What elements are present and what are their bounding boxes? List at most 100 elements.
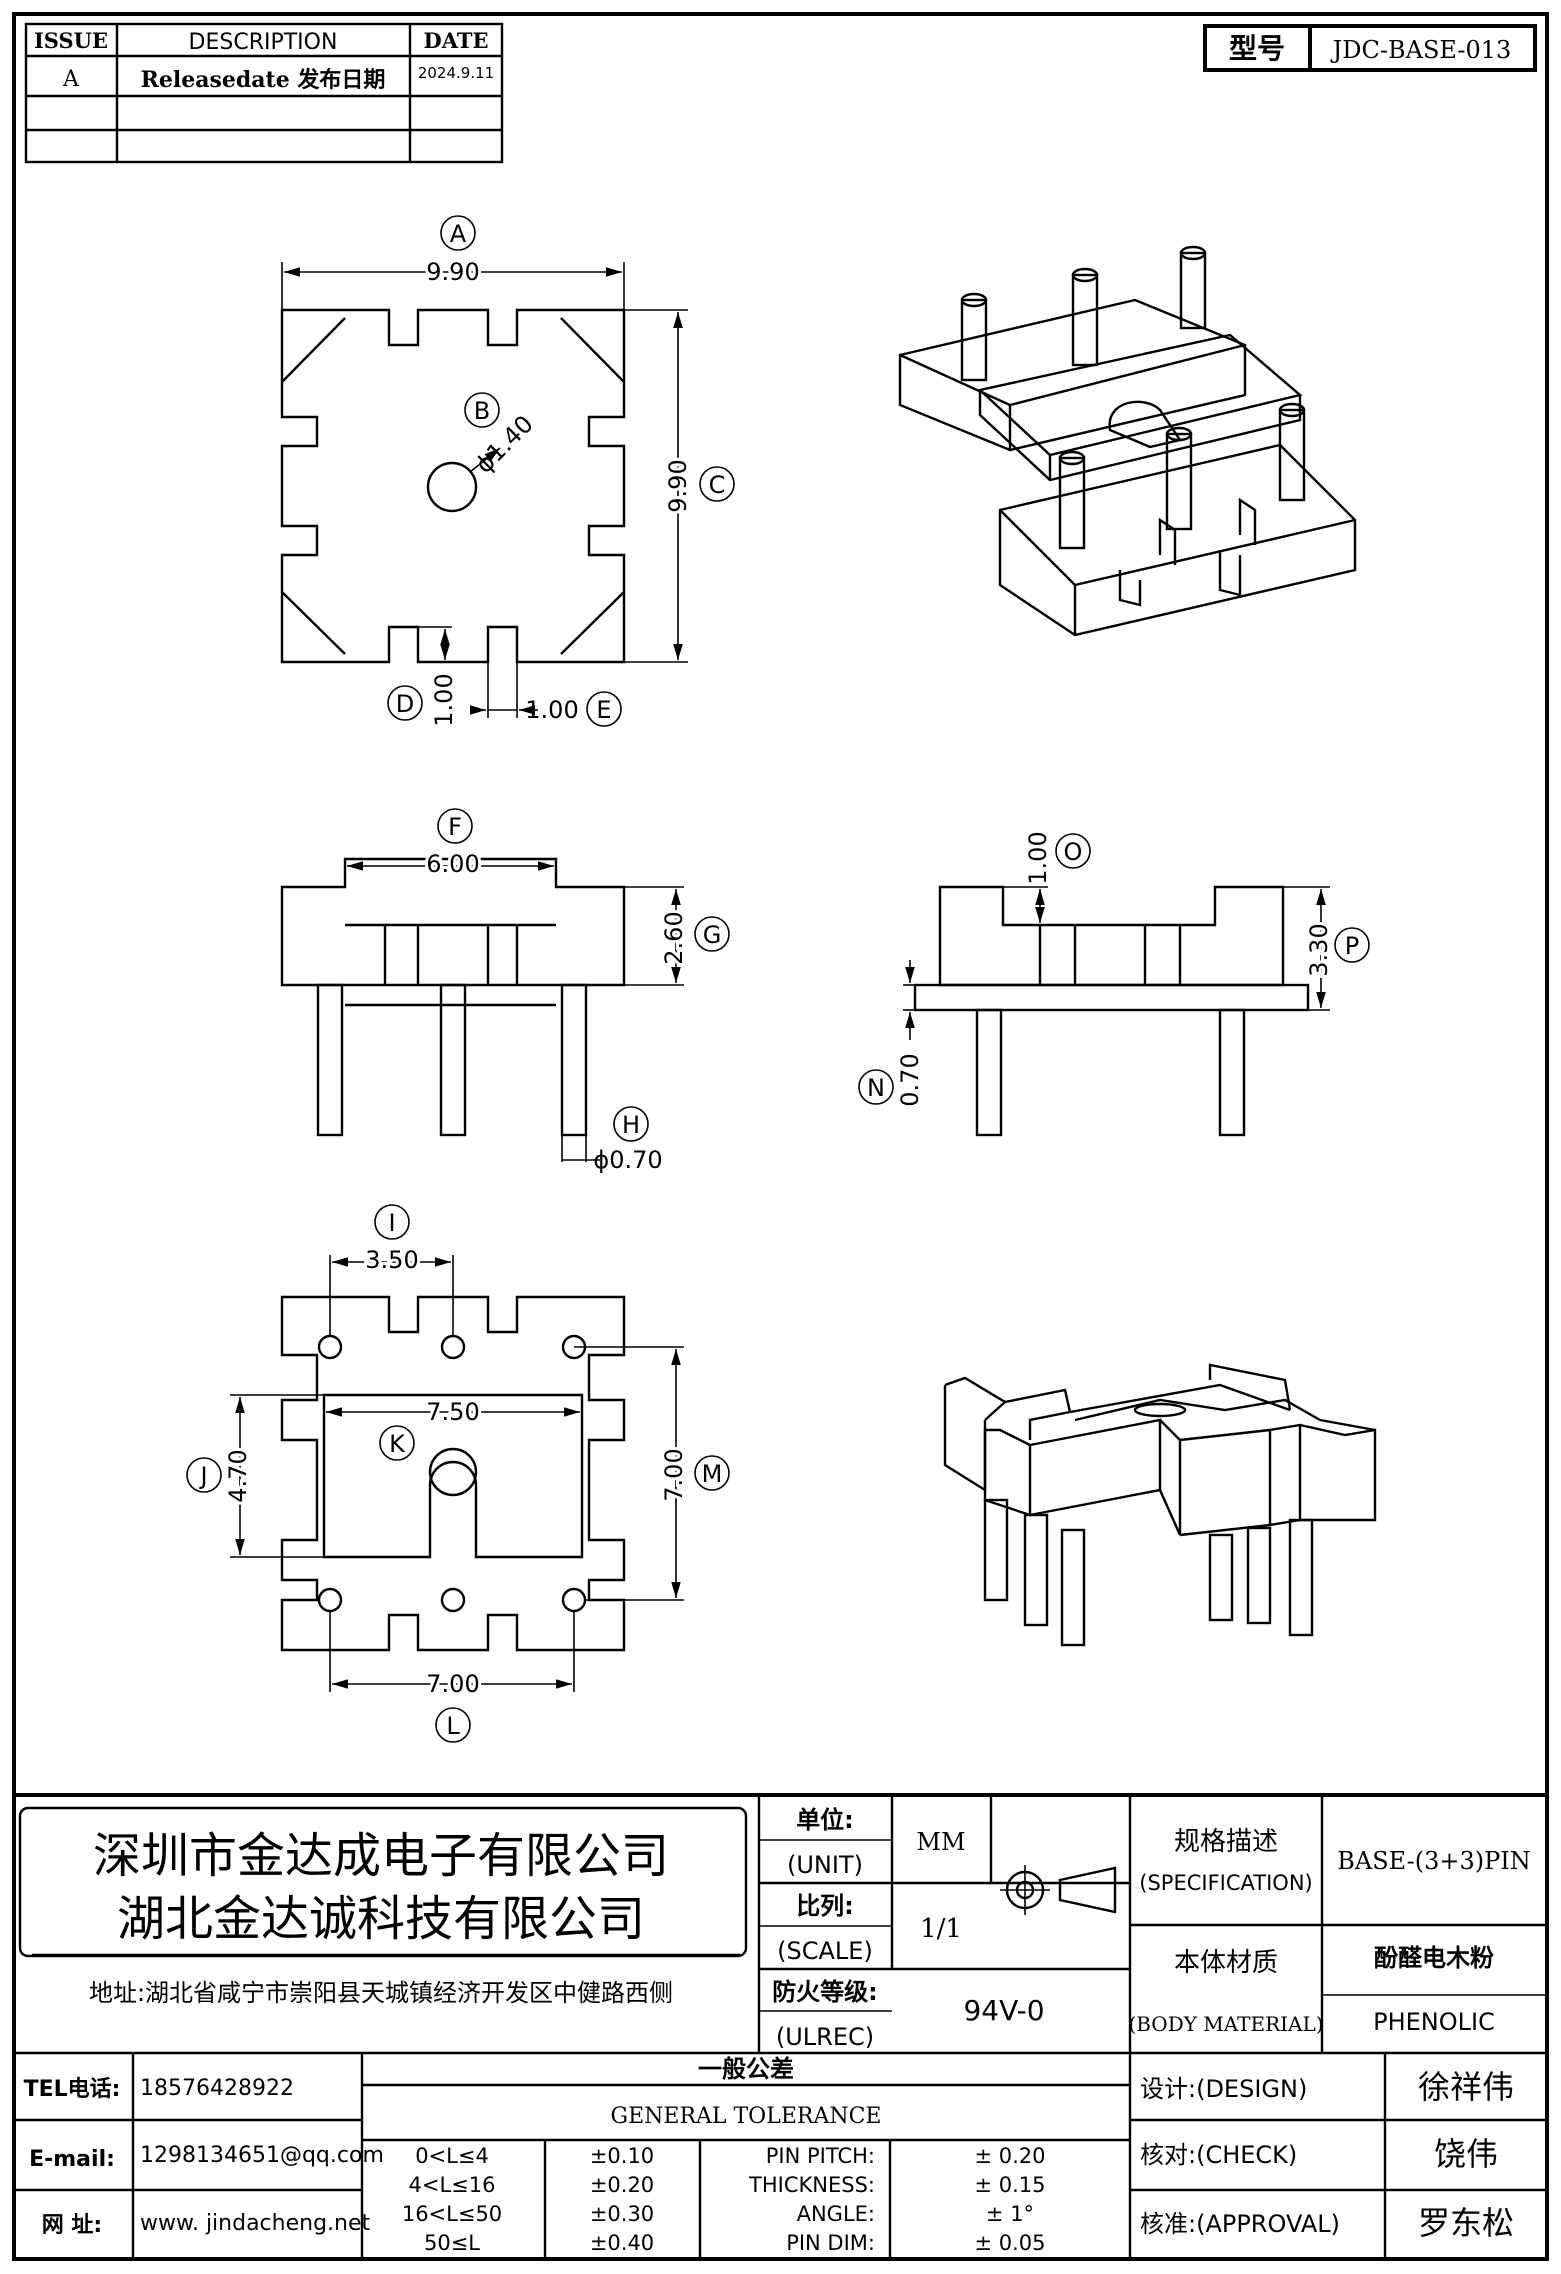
rev-header-description: DESCRIPTION [189,30,338,55]
company-name-2: 湖北金达诚科技有限公司 [117,1891,645,1947]
scale-label-cn: 比列: [796,1892,854,1920]
email-label: E-mail: [29,2147,115,2172]
tolerance-title-en: GENERAL TOLERANCE [611,2104,882,2129]
tol-value-3: ±0.30 [590,2202,654,2226]
balloon-a: A [450,220,467,248]
spec-label-en: (SPECIFICATION) [1139,1871,1312,1895]
tol-value-1: ±0.10 [590,2144,654,2168]
dim-7-50: 7.50 [426,1398,479,1426]
dim-4-70: 4.70 [224,1449,252,1502]
balloon-p: P [1345,932,1359,960]
fire-label-en: (ULREC) [776,2023,874,2051]
bottom-view: 3.50 I 7.50 K 4.70 J 7.00 M 7.00 L [186,1204,730,1743]
check-value: 饶伟 [1434,2135,1498,2173]
dim-0-70: 0.70 [896,1053,924,1106]
dim-7-00-span: 7.00 [426,1670,479,1698]
rev-header-issue: ISSUE [34,28,108,53]
balloon-j: J [198,1462,207,1490]
model-value: JDC-BASE-013 [1330,36,1512,64]
tol-range-4: 50≤L [424,2231,480,2255]
check-label: 核对:(CHECK) [1140,2141,1297,2169]
tel-value: 18576428922 [140,2076,294,2101]
tol-range-2: 4<L≤16 [409,2173,496,2197]
balloon-c: C [709,471,726,499]
approval-label: 核准:(APPROVAL) [1140,2210,1340,2238]
tol-item-value-2: ± 0.15 [974,2173,1045,2197]
unit-label-cn: 单位: [796,1806,854,1834]
isometric-view-top [898,245,1357,637]
rev-header-date: DATE [424,28,489,53]
rev-row-issue: A [62,67,80,92]
revision-table: ISSUE DESCRIPTION DATE A Releasedate 发布日… [24,22,504,164]
tol-value-4: ±0.40 [590,2231,654,2255]
model-label: 型号 [1229,32,1285,65]
balloon-o: O [1064,838,1083,866]
tol-item-2: THICKNESS: [748,2173,875,2197]
balloon-d: D [396,690,414,718]
sheet-border [12,12,1549,2261]
dim-6-00: 6.00 [426,850,479,878]
title-block: 深圳市金达成电子有限公司 湖北金达诚科技有限公司 地址:湖北省咸宁市崇阳县天城镇… [14,1793,1547,2257]
tol-range-1: 0<L≤4 [415,2144,489,2168]
fire-value: 94V-0 [963,1994,1044,2027]
front-view: 6.00 F 2.60 G ϕ0.70 H [280,808,730,1174]
approval-value: 罗东松 [1418,2204,1514,2242]
dim-3-50: 3.50 [365,1246,418,1274]
tol-item-value-3: ± 1° [986,2202,1034,2226]
balloon-i: I [388,1209,395,1237]
isometric-view-bottom [943,1363,1377,1647]
balloon-k: K [389,1430,406,1458]
dim-slot-width: 1.00 [525,696,578,724]
web-value: www. jindacheng.net [140,2211,371,2236]
dim-9-90-width: 9.90 [426,258,479,286]
material-label-en: (BODY MATERIAL) [1128,2012,1323,2036]
fire-label-cn: 防火等级: [772,1978,878,2006]
dim-9-90-height: 9.90 [664,459,692,512]
model-box: 型号 JDC-BASE-013 [1203,24,1537,72]
email-value: 1298134651@qq.com [140,2143,384,2168]
balloon-h: H [622,1111,640,1139]
balloon-f: F [448,813,462,841]
tol-item-1: PIN PITCH: [766,2144,875,2168]
unit-label-en: (UNIT) [787,1851,863,1879]
company-name-1: 深圳市金达成电子有限公司 [93,1828,669,1884]
material-value-en: PHENOLIC [1373,2008,1495,2036]
tol-item-value-4: ± 0.05 [974,2231,1045,2255]
rev-row-description: Releasedate 发布日期 [141,67,386,93]
projection-symbol [1000,1865,1117,1915]
material-value-cn: 酚醛电木粉 [1374,1944,1494,1972]
top-view: 9.90 A B ϕ1.40 9.90 C 1.00 D 1.00 E [280,215,735,727]
unit-value: MM [916,1828,965,1856]
tolerance-title-cn: 一般公差 [698,2055,794,2083]
spec-value: BASE-(3+3)PIN [1337,1847,1531,1875]
dim-notch-1-00: 1.00 [1024,831,1052,884]
tol-item-3: ANGLE: [797,2202,875,2226]
dim-pin-dia: ϕ0.70 [593,1146,662,1174]
balloon-l: L [446,1712,460,1740]
design-label: 设计:(DESIGN) [1140,2075,1307,2103]
dim-3-30: 3.30 [1305,923,1333,976]
balloon-m: M [702,1460,723,1488]
tol-value-2: ±0.20 [590,2173,654,2197]
tol-item-value-1: ± 0.20 [974,2144,1045,2168]
web-label: 网 址: [42,2213,102,2238]
design-value: 徐祥伟 [1418,2068,1514,2106]
tol-item-4: PIN DIM: [786,2231,875,2255]
scale-label-en: (SCALE) [777,1937,873,1965]
spec-label-cn: 规格描述 [1174,1827,1278,1857]
balloon-e: E [596,696,611,724]
tel-label: TEL电话: [24,2077,121,2102]
dim-slot-depth: 1.00 [430,673,458,726]
dim-2-60: 2.60 [660,911,688,964]
side-view: 1.00 O 3.30 P 0.70 N [858,831,1370,1137]
scale-value: 1/1 [920,1914,962,1944]
dim-7-00-height: 7.00 [660,1448,688,1501]
balloon-b: B [474,397,490,425]
company-address: 地址:湖北省咸宁市崇阳县天城镇经济开发区中健路西侧 [89,1979,673,2007]
rev-row-date: 2024.9.11 [418,64,494,82]
tol-range-3: 16<L≤50 [402,2202,502,2226]
balloon-g: G [703,921,722,949]
balloon-n: N [867,1074,885,1102]
material-label-cn: 本体材质 [1174,1948,1278,1978]
